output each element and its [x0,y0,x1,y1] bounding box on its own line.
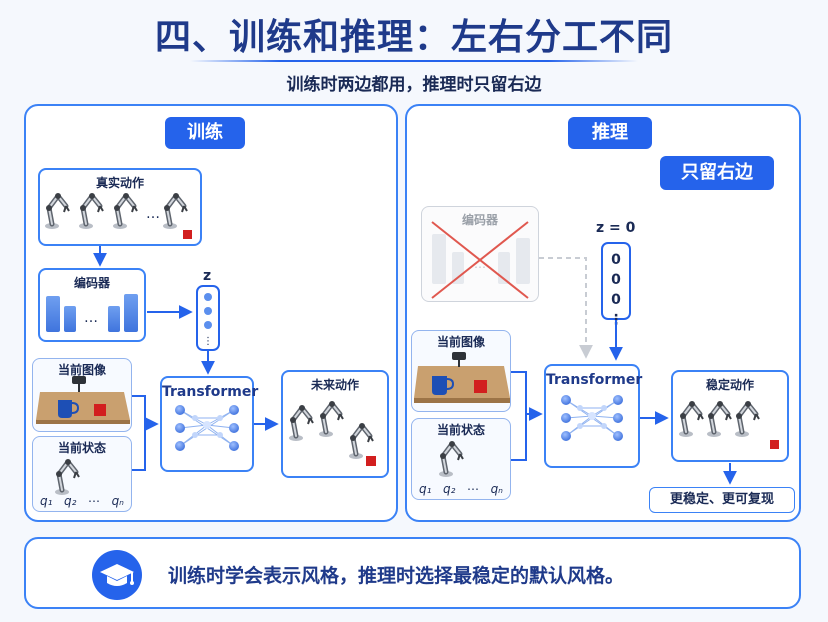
joint-label: qₙ [111,494,124,508]
graduation-cap-icon [92,550,142,600]
disabled-encoder-label: 编码器 [461,213,498,227]
joint-label: ⋯ [467,482,479,496]
joint-labels-train: q₁ q₂ ⋯ qₙ [40,494,124,508]
transformer-box-infer: Transformer [544,364,643,468]
page-subtitle: 训练时两边都用，推理时只留右边 [286,75,542,95]
current-image-box-infer: 当前图像 [411,330,511,412]
zero-value: ⋮ [609,312,623,328]
zero-vector: 0 0 0 ⋮ [601,242,631,328]
joint-label: qₙ [490,482,503,496]
joint-label: q₁ [419,482,432,496]
summary-text: 训练时学会表示风格，推理时选择最稳定的默认风格。 [168,565,625,587]
zero-value: 0 [611,272,621,288]
real-actions-label: 真实动作 [95,176,144,190]
current-image-box-train: 当前图像 [32,358,132,432]
real-actions-box: 真实动作 [38,168,202,246]
result-box: 更稳定、更可复现 [649,487,795,513]
transformer-label: Transformer [162,384,259,400]
z-equals-zero-label: z = 0 [596,220,636,236]
current-state-label: 当前状态 [57,441,106,455]
joint-label: q₂ [64,494,77,508]
inference-tag: 推理 [568,117,652,149]
keep-right-tag: 只留右边 [660,156,774,190]
current-image-label: 当前图像 [436,335,485,349]
joint-label: ⋯ [88,494,100,508]
encoder-box: 编码器 [38,268,146,342]
zero-value: 0 [611,252,621,268]
future-actions-box: 未来动作 [281,370,389,478]
page-title: 四、训练和推理：左右分工不同 [154,17,673,58]
training-tag: 训练 [165,117,245,149]
current-image-label: 当前图像 [57,363,106,377]
z-label: z [203,268,212,284]
transformer-label: Transformer [546,372,643,388]
joint-label: q₂ [443,482,456,496]
current-state-box-train: 当前状态 [32,436,132,512]
zero-value: 0 [611,292,621,308]
summary-banner: 训练时学会表示风格，推理时选择最稳定的默认风格。 [24,537,801,609]
title-underline [190,60,638,62]
current-state-label: 当前状态 [436,423,485,437]
stable-actions-label: 稳定动作 [705,378,754,392]
joint-labels-infer: q₁ q₂ ⋯ qₙ [419,482,503,496]
transformer-box-train: Transformer [160,376,259,472]
stable-actions-box: 稳定动作 [671,370,789,462]
joint-label: q₁ [40,494,53,508]
encoder-label: 编码器 [73,276,110,290]
disabled-encoder-box: 编码器 [421,206,539,302]
future-actions-label: 未来动作 [310,378,359,392]
